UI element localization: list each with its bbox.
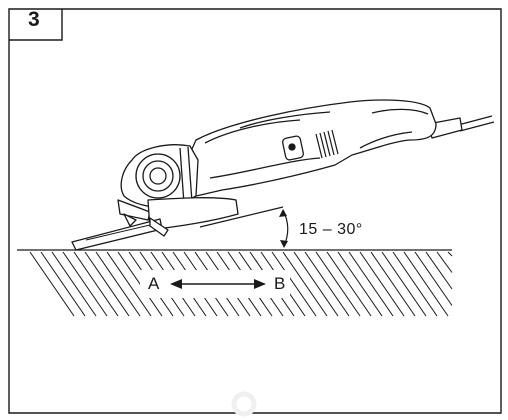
hatch-line [337, 251, 383, 317]
angle-arrow-bottom [280, 240, 288, 248]
hatch-line [73, 251, 119, 317]
angle-arrow-top [279, 209, 287, 217]
angle-range-label: 15 – 30° [299, 221, 363, 238]
hatch-line [62, 251, 108, 317]
hatch-line [271, 251, 317, 317]
motor-housing [187, 99, 437, 198]
hatch-line [447, 251, 453, 257]
surface-hatching [29, 251, 453, 317]
grinding-disc [71, 218, 163, 251]
hatch-line [51, 251, 97, 317]
hatch-line [359, 251, 405, 317]
wheel-guard [147, 197, 239, 231]
hatch-line [425, 251, 453, 290]
hatch-line [381, 251, 427, 317]
direction-arrow [170, 279, 266, 289]
hatch-line [414, 251, 453, 306]
angle-grinder-illustration [71, 99, 495, 251]
power-cord [457, 115, 495, 132]
hatch-line [315, 251, 361, 317]
angle-reference-line [199, 206, 284, 228]
hatch-line [403, 251, 449, 317]
hatch-line [40, 251, 86, 317]
hatch-line [282, 251, 328, 317]
hatch-line [436, 251, 453, 273]
hatch-line [106, 251, 152, 317]
hatch-line [348, 251, 394, 317]
direction-label-b: B [274, 274, 286, 293]
hatch-line [392, 251, 438, 317]
direction-label-a: A [148, 274, 160, 293]
watermark [231, 391, 257, 417]
hatch-line [370, 251, 416, 317]
hatch-line [304, 251, 350, 317]
vent-slots [315, 129, 339, 159]
figure-frame [8, 8, 502, 414]
hatch-line [84, 251, 130, 317]
hatch-line [29, 251, 75, 317]
figure-number-tab [9, 9, 63, 41]
hatch-line [326, 251, 372, 317]
hatch-line [293, 251, 339, 317]
hatch-line [95, 251, 141, 317]
figure-number: 3 [28, 8, 40, 31]
